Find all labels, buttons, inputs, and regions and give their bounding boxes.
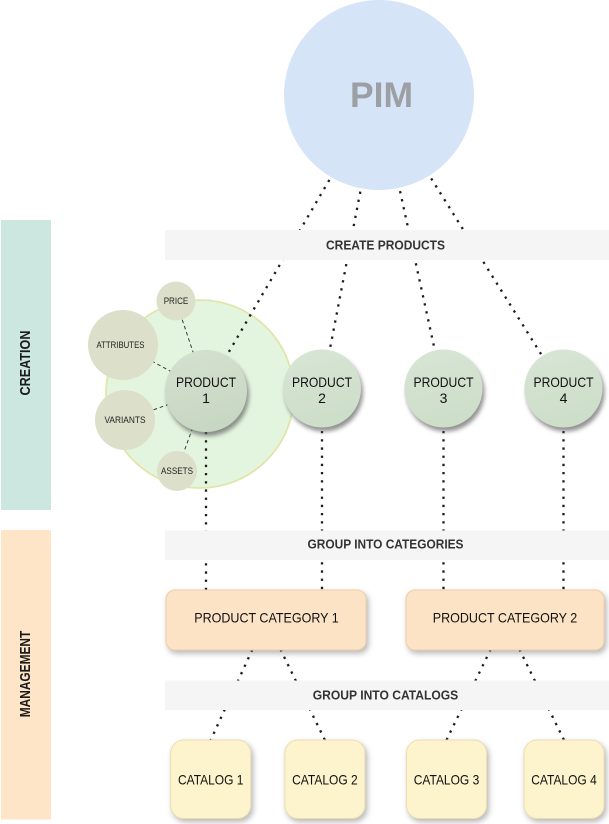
svg-text:PRODUCT: PRODUCT (534, 374, 594, 390)
svg-text:CREATE PRODUCTS: CREATE PRODUCTS (326, 239, 445, 253)
svg-text:MANAGEMENT: MANAGEMENT (18, 631, 34, 718)
svg-text:PRODUCT: PRODUCT (176, 374, 236, 390)
svg-text:PRODUCT: PRODUCT (292, 374, 352, 390)
svg-text:CATALOG 3: CATALOG 3 (414, 772, 480, 788)
svg-text:PRODUCT: PRODUCT (414, 374, 474, 390)
svg-text:GROUP INTO CATEGORIES: GROUP INTO CATEGORIES (308, 538, 464, 552)
svg-text:ATTRIBUTES: ATTRIBUTES (97, 340, 145, 350)
svg-text:CATALOG 2: CATALOG 2 (292, 772, 358, 788)
svg-text:VARIANTS: VARIANTS (105, 415, 146, 425)
svg-text:GROUP INTO CATALOGS: GROUP INTO CATALOGS (313, 688, 459, 702)
svg-text:PRICE: PRICE (164, 296, 189, 306)
svg-text:PRODUCT CATEGORY 2: PRODUCT CATEGORY 2 (433, 610, 578, 626)
svg-text:PRODUCT CATEGORY 1: PRODUCT CATEGORY 1 (194, 610, 339, 626)
svg-text:PIM: PIM (350, 75, 413, 115)
svg-text:2: 2 (318, 390, 326, 406)
svg-text:4: 4 (560, 390, 568, 406)
svg-text:CREATION: CREATION (18, 331, 34, 396)
svg-text:CATALOG 1: CATALOG 1 (178, 772, 244, 788)
svg-text:ASSETS: ASSETS (161, 466, 193, 476)
svg-text:1: 1 (202, 390, 210, 406)
svg-text:CATALOG 4: CATALOG 4 (531, 772, 597, 788)
svg-text:3: 3 (440, 390, 448, 406)
